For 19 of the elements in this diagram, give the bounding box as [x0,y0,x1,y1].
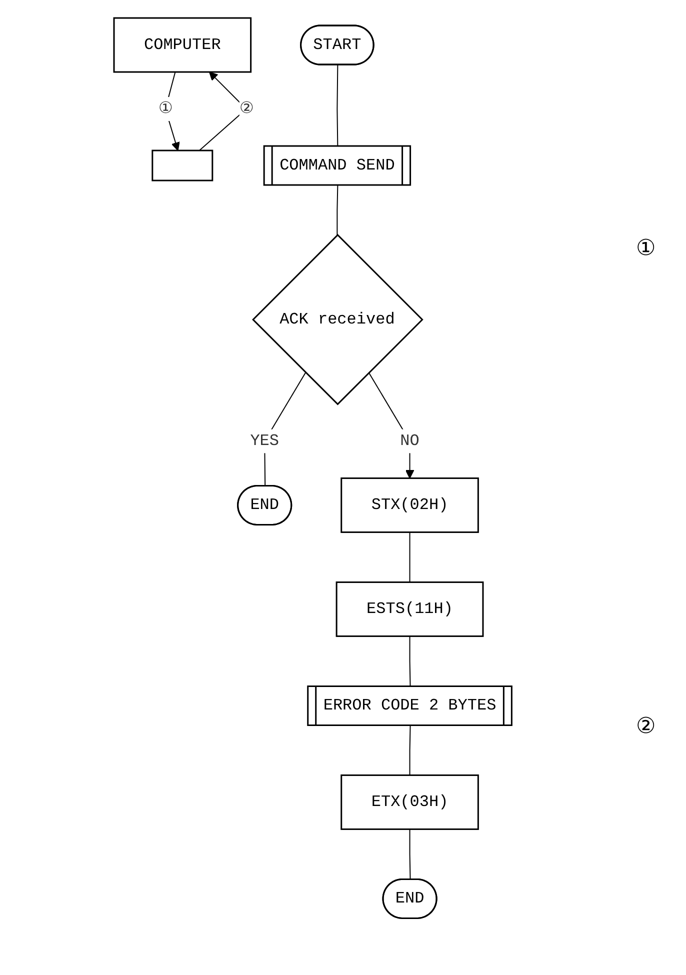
edge-label: ① [158,100,173,118]
connector [409,636,411,688]
node-box [152,150,214,182]
connector [409,725,411,776]
edge-label: NO [400,432,420,450]
connector [336,185,338,236]
node-box: ETX(03H) [340,774,480,830]
node-box: ESTS(11H) [336,581,484,637]
edge-label: YES [250,432,280,450]
node-box: COMPUTER [113,17,252,73]
edge-label: ② [239,100,254,118]
connector [409,532,410,583]
connector [336,64,338,147]
callout-number: ② [636,714,656,740]
node-box: STX(02H) [340,477,480,533]
node-diamond: ACK received [252,234,424,406]
connector [409,828,411,880]
callout-number: ① [636,236,656,262]
arrow [368,372,414,479]
